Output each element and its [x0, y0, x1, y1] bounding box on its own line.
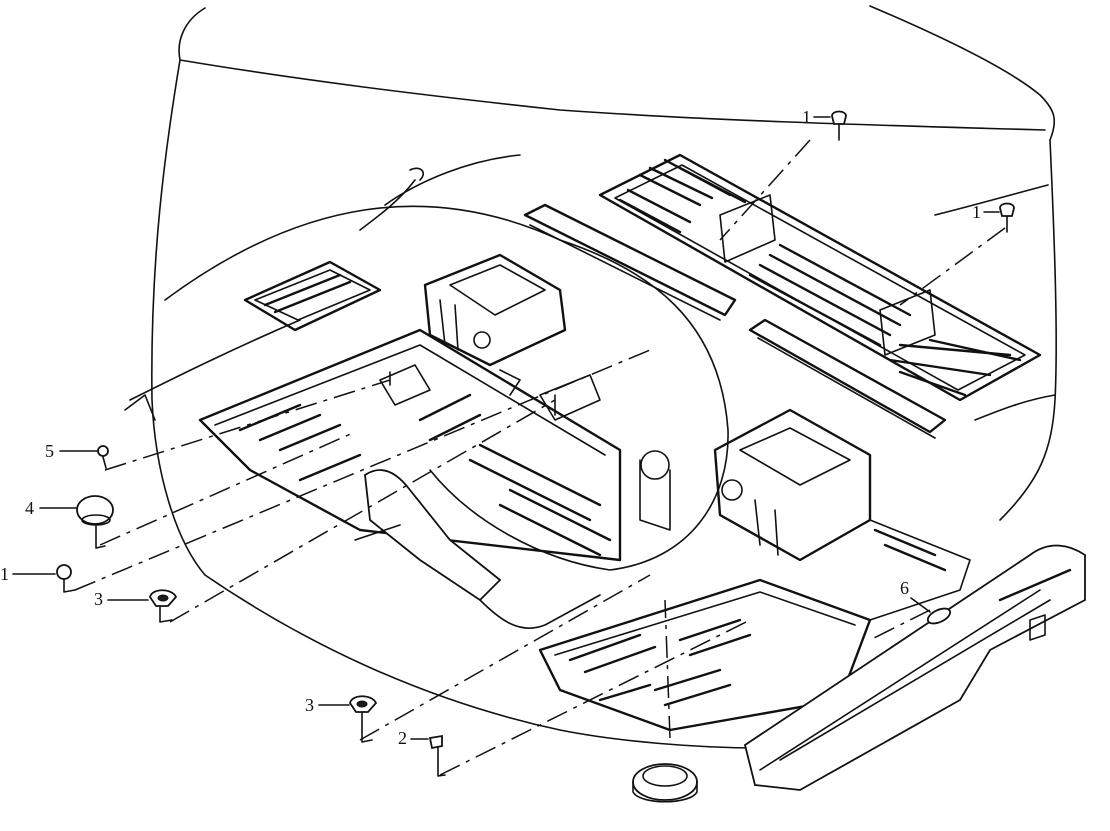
- callout-1-top-a: 1: [802, 107, 831, 127]
- leader-lines: [74, 139, 1006, 776]
- rear-floor-ribs: [618, 158, 1022, 397]
- callout-3-left: 3: [94, 589, 149, 609]
- svg-text:3: 3: [305, 695, 314, 715]
- callout-4: 4: [25, 498, 77, 518]
- callout-1-left: 1: [0, 564, 56, 584]
- callout-6: 6: [900, 578, 931, 613]
- front-floor-main: [198, 328, 671, 562]
- svg-text:5: 5: [45, 441, 54, 461]
- floor-tunnel: [354, 469, 601, 629]
- rear-cross-member: [713, 408, 872, 562]
- plug-1-a: [831, 110, 847, 141]
- svg-text:1: 1: [0, 564, 9, 584]
- svg-text:4: 4: [25, 498, 34, 518]
- svg-text:1: 1: [972, 202, 981, 222]
- callout-2: 2: [398, 728, 429, 748]
- plug-3-a: [149, 589, 178, 623]
- plug-4: [76, 495, 114, 549]
- plug-1-b: [999, 202, 1015, 233]
- svg-text:1: 1: [802, 107, 811, 127]
- callout-5: 5: [45, 441, 98, 461]
- plug-1-c: [56, 564, 76, 593]
- plug-6: [926, 607, 952, 625]
- side-rail-upper: [523, 203, 947, 439]
- plug-3-b: [349, 695, 378, 743]
- callout-1-top-b: 1: [972, 202, 1000, 222]
- callout-3-bottom: 3: [305, 695, 350, 715]
- rear-floor-panel: [598, 153, 1042, 402]
- svg-text:2: 2: [398, 728, 407, 748]
- svg-text:3: 3: [94, 589, 103, 609]
- plug-parts: [56, 110, 1015, 803]
- plug-2: [428, 734, 446, 777]
- front-floor-left: [124, 167, 425, 421]
- reference-arch: [164, 154, 729, 571]
- body-outline: [151, 5, 1057, 749]
- side-sill-lower-right: [743, 544, 1086, 791]
- floor-grommet: [632, 763, 698, 803]
- svg-text:6: 6: [900, 578, 909, 598]
- callout-labels: 1 1 1 2 3 3 4 5: [0, 107, 1000, 748]
- plug-5: [97, 445, 109, 469]
